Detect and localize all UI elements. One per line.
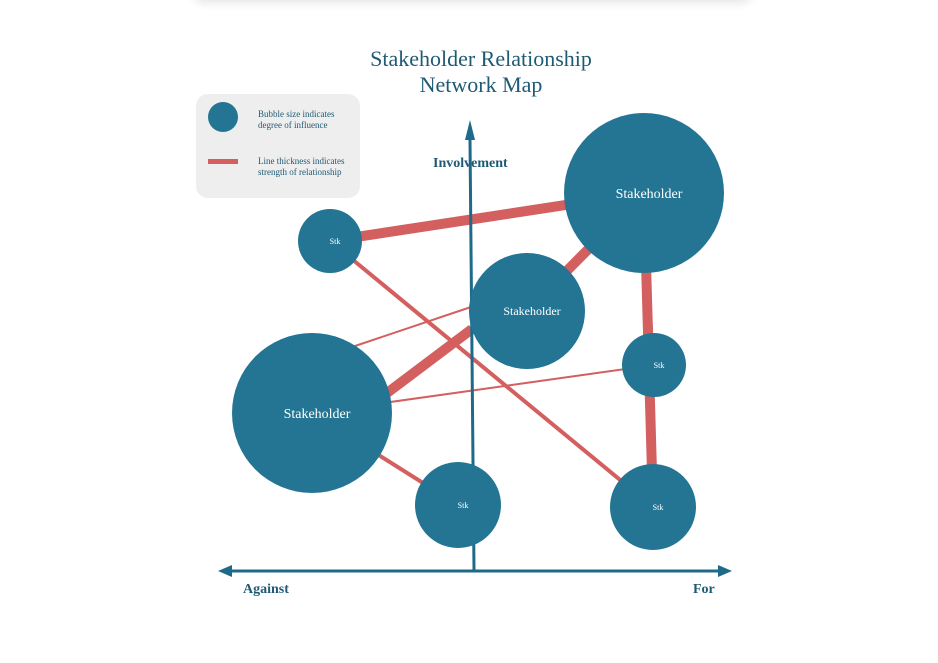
link-top-left-to-bottom-right: [328, 239, 655, 509]
horizontal-axis-right-arrow: [718, 565, 732, 577]
stakeholder-node-bottom-center[interactable]: [415, 462, 501, 548]
stakeholder-label-bottom-right: Stk: [653, 503, 664, 512]
stakeholder-node-top-right[interactable]: [564, 113, 724, 273]
involvement-axis-label: Involvement: [433, 156, 508, 171]
stakeholder-node-bottom-right[interactable]: [610, 464, 696, 550]
legend-bubble-swatch: [208, 102, 238, 132]
stakeholder-label-center: Stakeholder: [503, 304, 560, 318]
legend-line-swatch: [208, 159, 238, 164]
stakeholder-node-center[interactable]: [469, 253, 585, 369]
horizontal-axis-left-arrow: [218, 565, 232, 577]
legend-bubble-text: Bubble size indicates degree of influenc…: [258, 109, 335, 130]
legend-line-text: Line thickness indicates strength of rel…: [258, 156, 345, 177]
title-line-1: Stakeholder Relationship: [370, 46, 592, 71]
title-line-2: Network Map: [419, 72, 543, 97]
stakeholder-node-top-left[interactable]: [298, 209, 362, 273]
stakeholder-label-right-middle: Stk: [654, 361, 665, 370]
link-left-big-to-center: [351, 306, 472, 348]
stakeholder-label-left-big: Stakeholder: [284, 407, 351, 422]
stakeholder-label-top-left: Stk: [330, 237, 341, 246]
stakeholder-node-left-big[interactable]: [232, 333, 392, 493]
nodes-layer: StakeholderStkStakeholderStkStakeholderS…: [232, 113, 724, 550]
link-left-big-to-center: [383, 325, 476, 397]
diagram-title: Stakeholder Relationship Network Map: [331, 46, 631, 98]
stakeholder-node-right-middle[interactable]: [622, 333, 686, 397]
vertical-axis-arrow: [465, 120, 475, 140]
stakeholder-label-bottom-center: Stk: [458, 501, 469, 510]
against-axis-label: Against: [243, 582, 289, 597]
stakeholder-label-top-right: Stakeholder: [616, 187, 683, 202]
for-axis-label: For: [693, 582, 715, 597]
legend: Bubble size indicates degree of influenc…: [196, 94, 360, 198]
